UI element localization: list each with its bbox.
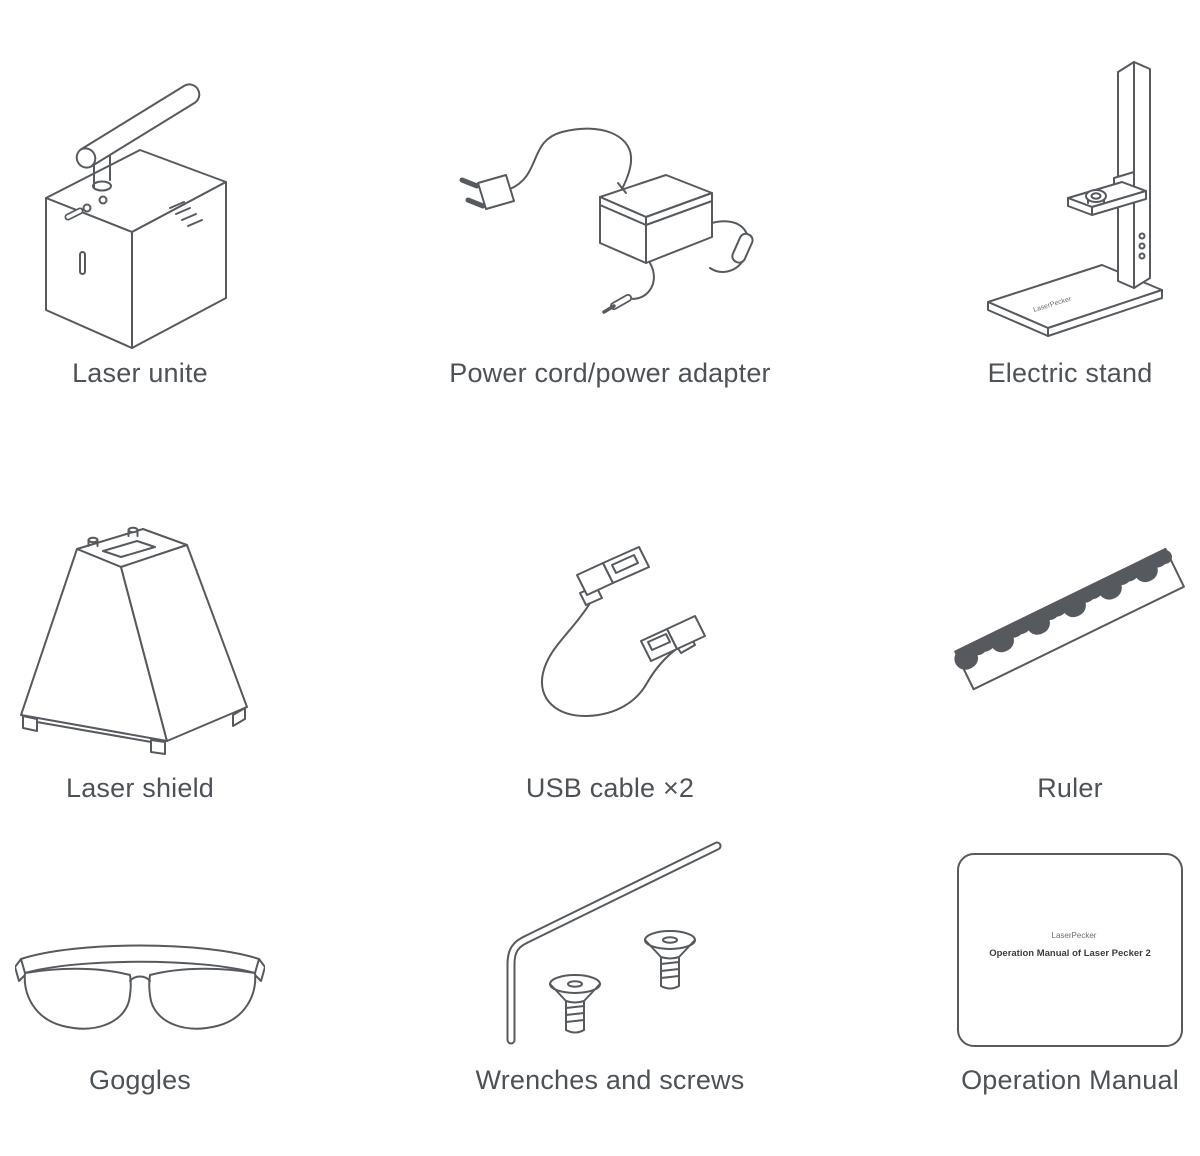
goggles-illustration	[15, 944, 265, 1030]
goggles-label: Goggles	[89, 1065, 191, 1095]
item-laser-unit: Laser unite	[0, 0, 280, 430]
ruler-illustration	[954, 547, 1185, 691]
manual-title-text: Operation Manual of Laser Pecker 2	[989, 948, 1151, 959]
electric-stand-label: Electric stand	[987, 358, 1153, 388]
operation-manual-illustration: LaserPecker Operation Manual of Laser Pe…	[957, 853, 1183, 1047]
item-ruler: Ruler	[940, 430, 1200, 830]
laser-shield-illustration	[20, 526, 248, 755]
item-goggles: Goggles	[0, 830, 280, 1156]
item-wrenches-screws: Wrenches and screws	[280, 830, 940, 1156]
manual-logo-text: LaserPecker	[1052, 931, 1097, 940]
item-electric-stand: LaserPecker Electric stand	[940, 0, 1200, 430]
electric-stand-illustration: LaserPecker	[987, 61, 1163, 337]
operation-manual-label: Operation Manual	[961, 1065, 1179, 1095]
laser-unit-illustration	[45, 83, 227, 349]
usb-cable-label: USB cable ×2	[525, 773, 695, 803]
usb-cable-illustration	[540, 546, 706, 718]
ruler-label: Ruler	[1037, 773, 1103, 803]
wrenches-screws-label: Wrenches and screws	[475, 1065, 745, 1095]
wrenches-screws-illustration	[506, 841, 722, 1045]
item-laser-shield: Laser shield	[0, 430, 280, 830]
laser-shield-label: Laser shield	[66, 773, 214, 803]
power-adapter-label: Power cord/power adapter	[449, 358, 771, 388]
item-usb-cable: USB cable ×2	[280, 430, 940, 830]
power-adapter-illustration	[459, 127, 754, 314]
item-power-adapter: Power cord/power adapter	[280, 0, 940, 430]
laser-unit-label: Laser unite	[72, 358, 208, 388]
item-operation-manual: LaserPecker Operation Manual of Laser Pe…	[940, 830, 1200, 1156]
